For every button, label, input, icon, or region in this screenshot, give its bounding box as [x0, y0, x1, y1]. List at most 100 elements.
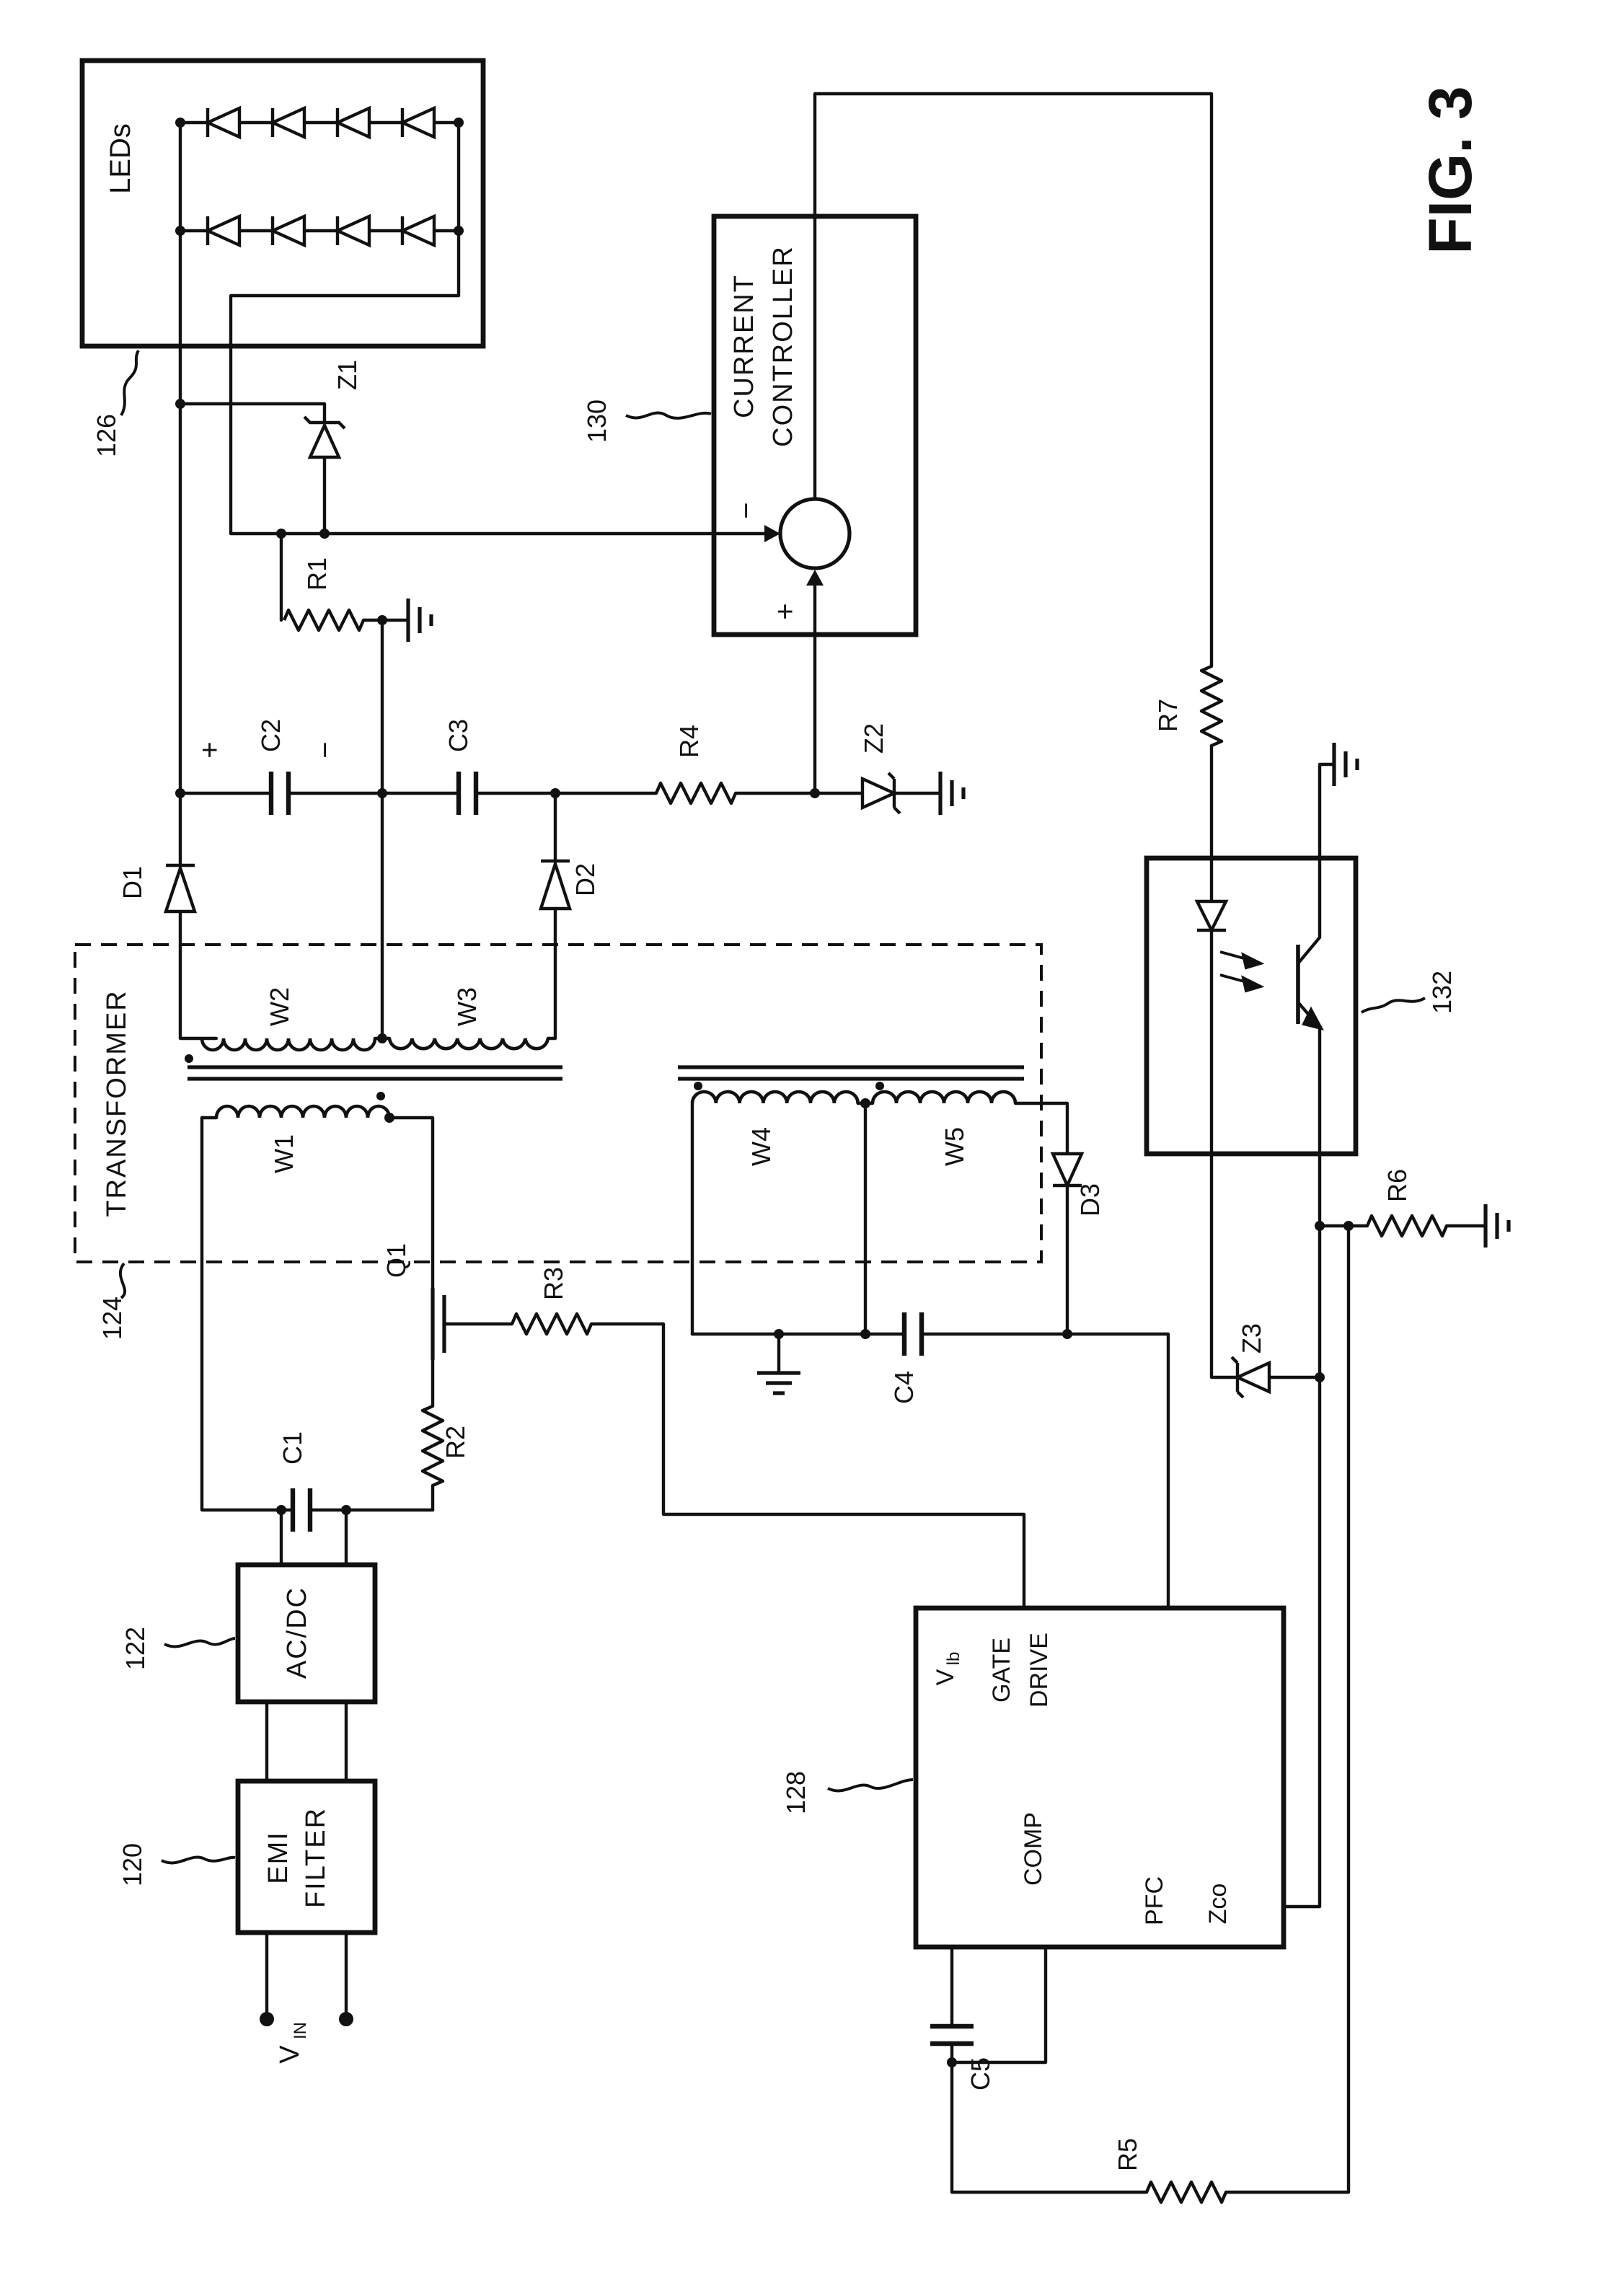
- wire: [1224, 1224, 1351, 2194]
- z1-label: Z1: [332, 360, 362, 390]
- core-left: [187, 1065, 562, 1081]
- pfc-label: PFC: [1141, 1876, 1168, 1925]
- zener-z1: [303, 415, 346, 459]
- r2-label: R2: [441, 1426, 470, 1459]
- ref-130: 130: [582, 399, 612, 443]
- phase-dot: [185, 1054, 193, 1063]
- resistor-r2: [420, 1404, 445, 1488]
- w4-label: W4: [746, 1127, 776, 1166]
- led-diode: [398, 105, 436, 140]
- w3-label: W3: [452, 987, 482, 1026]
- ground-r1: [406, 599, 433, 642]
- emitter-arrow-head: [1302, 1006, 1324, 1031]
- wire: [229, 229, 768, 536]
- wire: [919, 1332, 1170, 1610]
- opamp-circle: [778, 497, 852, 570]
- acdc-label: AC/DC: [282, 1586, 312, 1679]
- current-label: CURRENT: [729, 274, 759, 418]
- leds-box: [79, 58, 486, 349]
- d1-label: D1: [118, 866, 147, 899]
- lead-132: [1360, 997, 1426, 1014]
- c3-label: C3: [443, 719, 473, 752]
- resistors: [282, 608, 1449, 2204]
- blocks: [79, 58, 1359, 1950]
- opamp-input-arrow-bottom: [806, 570, 824, 586]
- winding-w1: [214, 1104, 392, 1118]
- w1-label: W1: [269, 1134, 299, 1173]
- vin-terminal: [260, 2012, 274, 2026]
- acdc-box: [235, 1562, 378, 1705]
- c1-label: C1: [278, 1431, 307, 1465]
- c5-label: C5: [966, 2057, 995, 2090]
- led-diode: [398, 213, 436, 248]
- ref-120: 120: [118, 1843, 147, 1886]
- led-diode: [203, 213, 242, 248]
- light-arrows: [1219, 950, 1324, 1031]
- figure-title: FIG. 3: [1416, 86, 1484, 254]
- resistor-r7: [1199, 664, 1224, 748]
- w5-label: W5: [940, 1127, 969, 1166]
- r3-label: R3: [539, 1267, 568, 1300]
- w2-label: W2: [265, 987, 294, 1026]
- vin-terminal: [339, 2012, 353, 2026]
- reference-leads: [118, 350, 1426, 1865]
- zener-z3: [1230, 1356, 1271, 1399]
- led-string: [203, 105, 436, 248]
- z2-label: Z2: [859, 723, 888, 754]
- core-right: [678, 1065, 1024, 1081]
- filter-label: FILTER: [301, 1807, 331, 1908]
- opamp-plus: +: [769, 603, 801, 619]
- led-diode: [203, 105, 242, 140]
- lead-130: [625, 411, 712, 420]
- led-diode: [268, 213, 306, 248]
- comp-label: COMP: [1020, 1812, 1047, 1886]
- wire: [1013, 1101, 1069, 1156]
- leds-label: LEDs: [105, 123, 136, 194]
- transformer-dashed-box: [74, 943, 1043, 1263]
- pfc-controller-box: [913, 1605, 1287, 1950]
- capacitor-c2: [268, 772, 291, 815]
- emi-label: EMI: [263, 1831, 294, 1884]
- wire: [813, 92, 1214, 668]
- emi-filter-box: [235, 1778, 378, 1935]
- grounds: [406, 599, 1511, 1395]
- light-arrow-head: [1241, 952, 1265, 970]
- winding-w3: [387, 1038, 550, 1051]
- gate-label: GATE: [988, 1638, 1015, 1703]
- junctions: [175, 118, 1354, 2067]
- c4-label: C4: [889, 1371, 919, 1404]
- labels: LEDs 126 Z1 R1 + C2 − C3 R4 Z2 D1 D2 TRA…: [92, 86, 1484, 2171]
- ground-r6: [1483, 1204, 1511, 1248]
- wire: [950, 2041, 1149, 2194]
- wire: [1209, 928, 1240, 1379]
- optocoupler-led: [1194, 899, 1229, 934]
- vlb-label: V: [932, 1669, 959, 1685]
- capacitors: [268, 772, 974, 2046]
- ref-122: 122: [120, 1627, 150, 1670]
- c2-minus: −: [309, 741, 341, 758]
- ground-opto: [1332, 743, 1359, 786]
- ground-c4: [757, 1371, 800, 1395]
- light-arrow-head: [1241, 975, 1265, 993]
- lead-128: [827, 1778, 914, 1793]
- resistor-r6: [1365, 1214, 1449, 1238]
- d3-label: D3: [1075, 1183, 1105, 1217]
- diodes: [163, 105, 1271, 1399]
- opamp-input-arrow-left: [764, 525, 780, 542]
- vlb-sub-label: lb: [944, 1652, 963, 1666]
- resistor-r1: [282, 608, 366, 632]
- resistor-r3: [510, 1312, 593, 1336]
- zener-z2: [860, 772, 901, 815]
- winding-w4: [690, 1090, 860, 1104]
- ref-128: 128: [781, 1771, 811, 1814]
- ref-126: 126: [92, 414, 121, 457]
- wire: [589, 1322, 1026, 1610]
- wire: [387, 1116, 435, 1290]
- wire: [178, 909, 219, 1041]
- capacitor-c5: [930, 2023, 974, 2046]
- wire: [178, 402, 327, 425]
- transformer-label: TRANSFORMER: [102, 989, 132, 1217]
- phase-dot: [875, 1082, 884, 1090]
